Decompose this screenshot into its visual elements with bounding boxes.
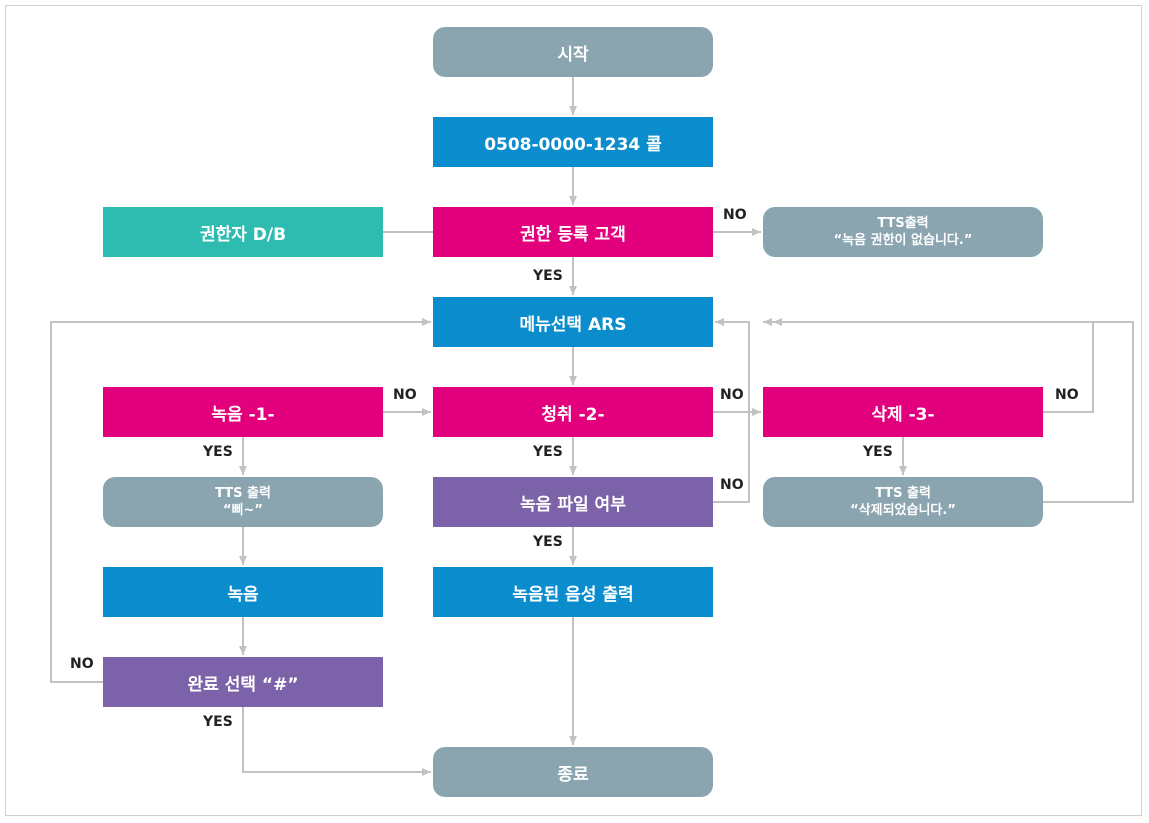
end-label: 종료: [557, 764, 589, 785]
edge-tts-deleted-loop: [763, 318, 1134, 503]
label-no-filecheck: NO: [720, 477, 744, 493]
menu-node: 메뉴선택 ARS: [433, 297, 713, 347]
edge-filecheck-no-menu: [713, 318, 750, 503]
tts-no-auth-line2: “녹음 권한이 없습니다.”: [833, 233, 973, 248]
label-yes-listen: YES: [533, 444, 563, 460]
tts-deleted-line2: “삭제되었습니다.”: [850, 503, 956, 518]
auth-db-node: 권한자 D/B: [103, 207, 383, 257]
record-option-label: 녹음 -1-: [211, 404, 275, 425]
tts-deleted-line1: TTS 출력: [875, 486, 931, 501]
file-check-node: 녹음 파일 여부: [433, 477, 713, 527]
call-node: 0508-0000-1234 콜: [433, 117, 713, 167]
label-yes-finish: YES: [203, 714, 233, 730]
label-yes-delete: YES: [863, 444, 893, 460]
tts-beep-node: TTS 출력 “삐~”: [103, 477, 383, 527]
start-label: 시작: [557, 44, 589, 65]
label-yes-filecheck: YES: [533, 534, 563, 550]
finish-select-node: 완료 선택 “#”: [103, 657, 383, 707]
auth-db-label: 권한자 D/B: [199, 224, 287, 245]
end-node: 종료: [433, 747, 713, 797]
label-no-finish: NO: [70, 656, 94, 672]
edge-finish-no-menu: [50, 318, 431, 683]
play-voice-node: 녹음된 음성 출력: [433, 567, 713, 617]
menu-label: 메뉴선택 ARS: [519, 314, 627, 335]
record-option-node: 녹음 -1-: [103, 387, 383, 437]
diagram-frame: [5, 5, 1142, 816]
delete-option-label: 삭제 -3-: [871, 404, 935, 425]
tts-beep-line1: TTS 출력: [215, 486, 271, 501]
label-no-listen: NO: [720, 387, 744, 403]
listen-option-node: 청취 -2-: [433, 387, 713, 437]
call-label: 0508-0000-1234 콜: [484, 134, 662, 155]
play-voice-label: 녹음된 음성 출력: [512, 584, 634, 605]
tts-no-auth-line1: TTS출력: [877, 216, 929, 231]
listen-option-label: 청취 -2-: [541, 404, 605, 425]
delete-option-node: 삭제 -3-: [763, 387, 1043, 437]
auth-check-label: 권한 등록 고객: [520, 224, 626, 245]
label-no-auth: NO: [723, 207, 747, 223]
tts-no-auth-node: TTS출력 “녹음 권한이 없습니다.”: [763, 207, 1043, 257]
label-yes-record: YES: [203, 444, 233, 460]
start-node: 시작: [433, 27, 713, 77]
file-check-label: 녹음 파일 여부: [520, 494, 626, 515]
recording-node: 녹음: [103, 567, 383, 617]
label-no-record: NO: [393, 387, 417, 403]
tts-beep-line2: “삐~”: [223, 503, 263, 518]
label-yes-auth: YES: [533, 268, 563, 284]
auth-check-node: 권한 등록 고객: [433, 207, 713, 257]
label-no-delete: NO: [1055, 387, 1079, 403]
tts-deleted-node: TTS 출력 “삭제되었습니다.”: [763, 477, 1043, 527]
finish-select-label: 완료 선택 “#”: [187, 674, 299, 695]
recording-label: 녹음: [227, 584, 259, 605]
edge-finish-yes-end: [242, 707, 431, 776]
